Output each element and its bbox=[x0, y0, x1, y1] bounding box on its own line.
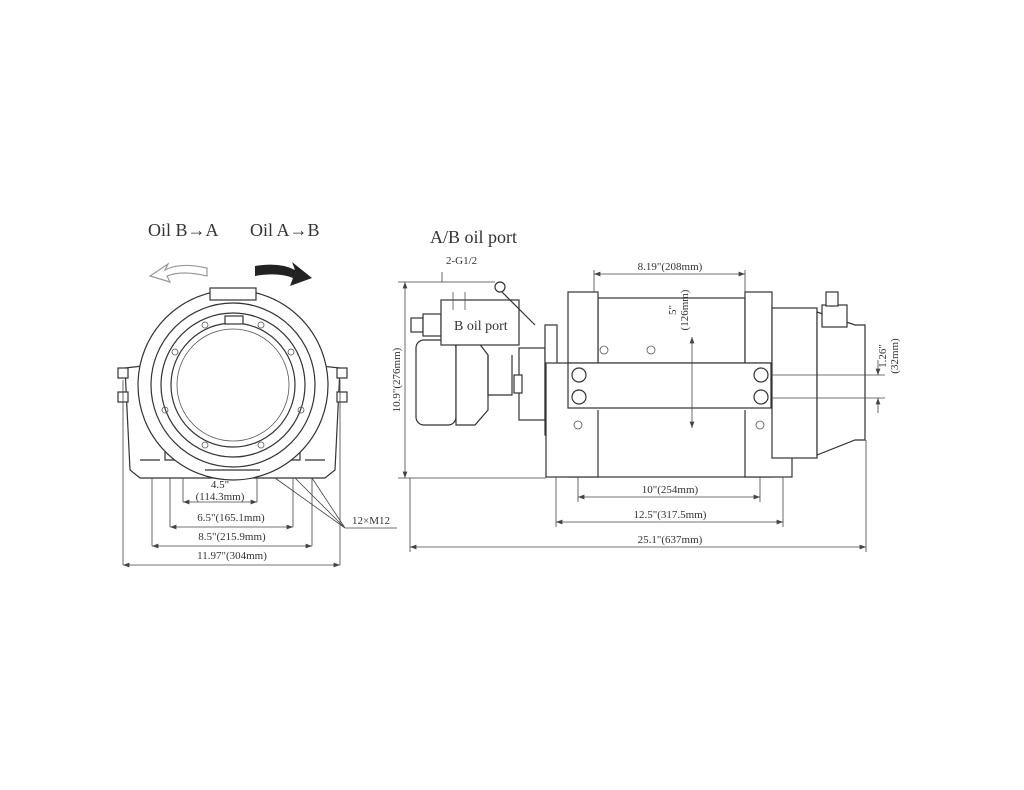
dim-shaft-in: 1.26" bbox=[877, 344, 889, 368]
dim-6-5: 6.5"(165.1mm) bbox=[197, 512, 265, 524]
oil-a-to-b-label: Oil A→B bbox=[250, 220, 320, 240]
dim-drum-length: 8.19"(208mm) bbox=[638, 261, 703, 273]
thread-spec-label: 2-G1/2 bbox=[446, 255, 477, 267]
winch-side-view bbox=[410, 281, 866, 478]
rotation-arrow-right-icon bbox=[255, 262, 312, 286]
b-oil-port-label: B oil port bbox=[454, 319, 508, 334]
dim-8-5: 8.5"(215.9mm) bbox=[198, 531, 266, 543]
front-dimensions bbox=[122, 380, 397, 568]
dim-height: 10.9"(276mm) bbox=[391, 347, 403, 412]
winch-front-view bbox=[117, 287, 348, 481]
dim-11-97: 11.97"(304mm) bbox=[197, 550, 267, 562]
dim-4-5-in: 4.5" bbox=[211, 479, 229, 491]
dim-drum-dia-in: 5" bbox=[667, 305, 679, 315]
dim-4-5-mm: (114.3mm) bbox=[196, 491, 245, 503]
rotation-arrow-left-icon bbox=[148, 262, 208, 283]
dim-mount-inner: 10"(254mm) bbox=[642, 484, 699, 496]
bolt-spec-label: 12×M12 bbox=[352, 515, 390, 527]
dim-overall-length: 25.1"(637mm) bbox=[638, 534, 703, 546]
oil-b-to-a-label: Oil B→A bbox=[148, 220, 219, 240]
dim-drum-dia-mm: (126mm) bbox=[679, 289, 691, 330]
dim-shaft-mm: (32mm) bbox=[889, 338, 901, 374]
ab-oil-port-label: A/B oil port bbox=[430, 227, 517, 247]
dim-mount-outer: 12.5"(317.5mm) bbox=[634, 509, 707, 521]
side-dimensions bbox=[398, 270, 885, 552]
